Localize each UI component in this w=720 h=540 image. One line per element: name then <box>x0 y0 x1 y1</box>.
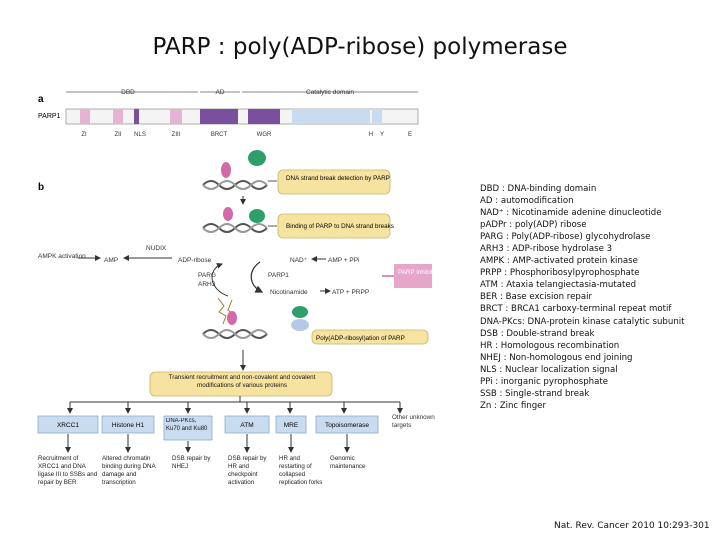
abbreviation: DSB : Double-strand break <box>480 328 595 339</box>
abbreviation: Zn : Zinc finger <box>480 400 547 411</box>
step-label: DNA strand break detection by PARP <box>286 175 390 182</box>
recruitment-box <box>149 371 333 397</box>
target-label: Histone H1 <box>112 422 145 429</box>
nicotinamide-label: Nicotinamide <box>270 289 308 296</box>
parp1-label: PARP1 <box>268 272 289 279</box>
parp-blob <box>221 162 231 178</box>
abbreviation: NLS : Nuclear localization signal <box>480 364 618 375</box>
abbreviation: BER : Base excision repair <box>480 292 593 303</box>
abbreviation: NAD⁺ : Nicotinamide adenine dinucleotide <box>480 208 662 219</box>
abbreviation: PARG : Poly(ADP-ribose) glycohydrolase <box>480 232 651 243</box>
parp-blob <box>227 311 237 325</box>
target-box <box>315 415 379 434</box>
abbreviation-list: DBD : DNA-binding domain AD : automodifi… <box>480 183 715 412</box>
abbreviation: DNA-PKcs: DNA-protein kinase catalytic s… <box>480 316 685 327</box>
parg-label: PARG <box>198 272 216 279</box>
amp-ppi-label: AMP + PPi <box>328 257 360 264</box>
outcome-text: DSB repair by HR and checkpoint activati… <box>228 455 267 486</box>
abbreviation: NHEJ : Non-homologous end joining <box>480 352 633 363</box>
outcome-text: Recruitment of XRCC1 and DNA ligase III … <box>38 455 98 486</box>
parp-blob <box>292 306 308 318</box>
parp-blob <box>248 150 266 166</box>
domain-catalytic <box>292 109 370 124</box>
domain-header: DBD <box>121 89 135 96</box>
domain-header: AD <box>215 89 224 96</box>
citation: Nat. Rev. Cancer 2010 10:293-301 <box>554 521 710 531</box>
nad-label: NAD⁺ <box>290 257 308 264</box>
step-box <box>277 213 391 239</box>
outcome-text: Genomic maintenance <box>330 455 366 470</box>
abbreviation: PPi : inorganic pyrophosphate <box>480 376 609 387</box>
domain-label: ZI <box>81 132 87 138</box>
domain-header: Catalytic domain <box>306 89 354 96</box>
abbreviation: ARH3 : ADP-ribose hydrolase 3 <box>480 244 613 255</box>
domain-wgr <box>248 109 280 124</box>
abbreviation: HR : Homologous recombination <box>480 340 620 351</box>
outcome-text: DSB repair by NHEJ <box>172 455 211 470</box>
outcome-text: HR and restarting of collapsed replicati… <box>279 455 323 486</box>
recruitment-label: Transient recruitment and non-covalent a… <box>168 374 316 389</box>
abbreviation: SSB : Single-strand break <box>480 388 590 399</box>
panel-b-label: b <box>38 182 44 193</box>
atp-prpp-label: ATP + PRPP <box>332 289 369 296</box>
domain-label: BRCT <box>211 132 228 138</box>
parp-blob <box>223 207 233 221</box>
domain-catalytic-end <box>372 109 382 124</box>
nudix-label: NUDIX <box>146 245 167 252</box>
target-label: Topoisomerase <box>325 422 369 429</box>
protein-label: PARP1 <box>38 113 61 120</box>
other-targets-label: Other unknown targets <box>392 414 435 429</box>
ampk-label: AMPK activation <box>38 253 86 260</box>
abbreviation: AMPK : AMP-activated protein kinase <box>480 256 638 267</box>
parp-inhibitors-box <box>394 264 432 288</box>
panel-a-label: a <box>38 94 44 105</box>
domain-label: E <box>408 132 412 138</box>
step-box <box>311 329 429 345</box>
domain-zii <box>113 109 123 124</box>
domain-label: Y <box>380 132 384 138</box>
parp-blob <box>249 209 265 223</box>
target-box <box>37 415 99 434</box>
domain-label: ZII <box>115 132 122 138</box>
target-label: DNA-PKcs, Ku70 and Ku80 <box>166 418 208 432</box>
protein-blob <box>291 319 309 331</box>
target-box <box>101 415 155 434</box>
domain-label: WGR <box>257 132 272 138</box>
abbreviation: BRCT : BRCA1 carboxy-terminal repeat mot… <box>480 304 672 315</box>
domain-label: ZIII <box>172 132 181 138</box>
abbreviation: AD : automodification <box>480 196 574 207</box>
target-box <box>224 415 270 434</box>
adp-ribose-label: ADP-ribose <box>178 257 212 264</box>
abbreviation: PRPP : Phosphoribosylpyrophosphate <box>480 268 640 279</box>
domain-label: H <box>369 132 373 138</box>
abbreviation: ATM : Ataxia telangiectasia-mutated <box>480 280 637 291</box>
step-label: Poly(ADP-ribosyl)ation of PARP <box>316 335 405 342</box>
parp-inhibitors-label: PARP inhibitors <box>398 269 442 276</box>
amp-label: AMP <box>104 257 118 264</box>
domain-ziii <box>170 109 182 124</box>
target-box <box>163 415 213 441</box>
domain-label: NLS <box>134 132 146 138</box>
page-title: PARP : poly(ADP-ribose) polymerase <box>152 34 568 60</box>
target-box <box>275 415 307 434</box>
arh3-label: ARH3 <box>198 281 216 288</box>
domain-brct <box>200 109 238 124</box>
target-label: ATM <box>240 422 253 429</box>
domain-zi <box>80 109 90 124</box>
target-label: XRCC1 <box>57 422 79 429</box>
target-label: MRE <box>284 422 299 429</box>
domain-nls <box>134 109 139 124</box>
abbreviation: DBD : DNA-binding domain <box>480 184 597 194</box>
abbreviation: pADPr : poly(ADP) ribose <box>480 220 587 231</box>
step-box <box>277 169 391 195</box>
step-label: Binding of PARP to DNA strand breaks <box>286 223 394 230</box>
outcome-text: Altered chromatin binding during DNA dam… <box>102 455 156 486</box>
